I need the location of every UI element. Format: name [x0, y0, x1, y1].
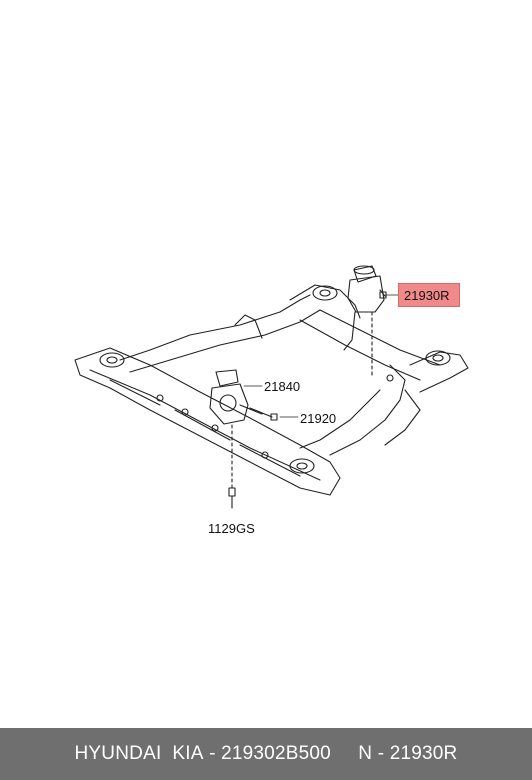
highlight-box: [398, 283, 460, 307]
footer-brand: HYUNDAI KIA: [74, 743, 204, 764]
right-side-rail: [299, 364, 421, 456]
subframe-exploded-diagram: [74, 265, 469, 509]
right-engine-mount: [343, 265, 387, 379]
rear-cross-member: [289, 284, 469, 393]
footer-gap: [331, 743, 358, 765]
footer-part-number: 219302B500: [221, 743, 331, 764]
callout-1129gs: 1129GS: [208, 521, 255, 536]
front-engine-mount: [209, 369, 263, 425]
left-side-rail: [119, 294, 321, 373]
footer-ref-code: 21930R: [389, 743, 458, 764]
mounting-bushings: [99, 285, 451, 474]
fastener-bolt: [228, 487, 236, 509]
callout-21930r: 21930R: [404, 288, 450, 303]
callout-21840: 21840: [264, 379, 301, 394]
member-holes: [156, 374, 394, 459]
callout-21920: 21920: [300, 411, 337, 426]
footer-separator: -: [203, 743, 222, 764]
mount-bolt: [249, 407, 278, 421]
part-info-footer: HYUNDAI KIA - 219302B500 N - 21930R: [0, 728, 532, 780]
leader-lines: [243, 294, 399, 418]
footer-prefix: N -: [358, 743, 390, 764]
